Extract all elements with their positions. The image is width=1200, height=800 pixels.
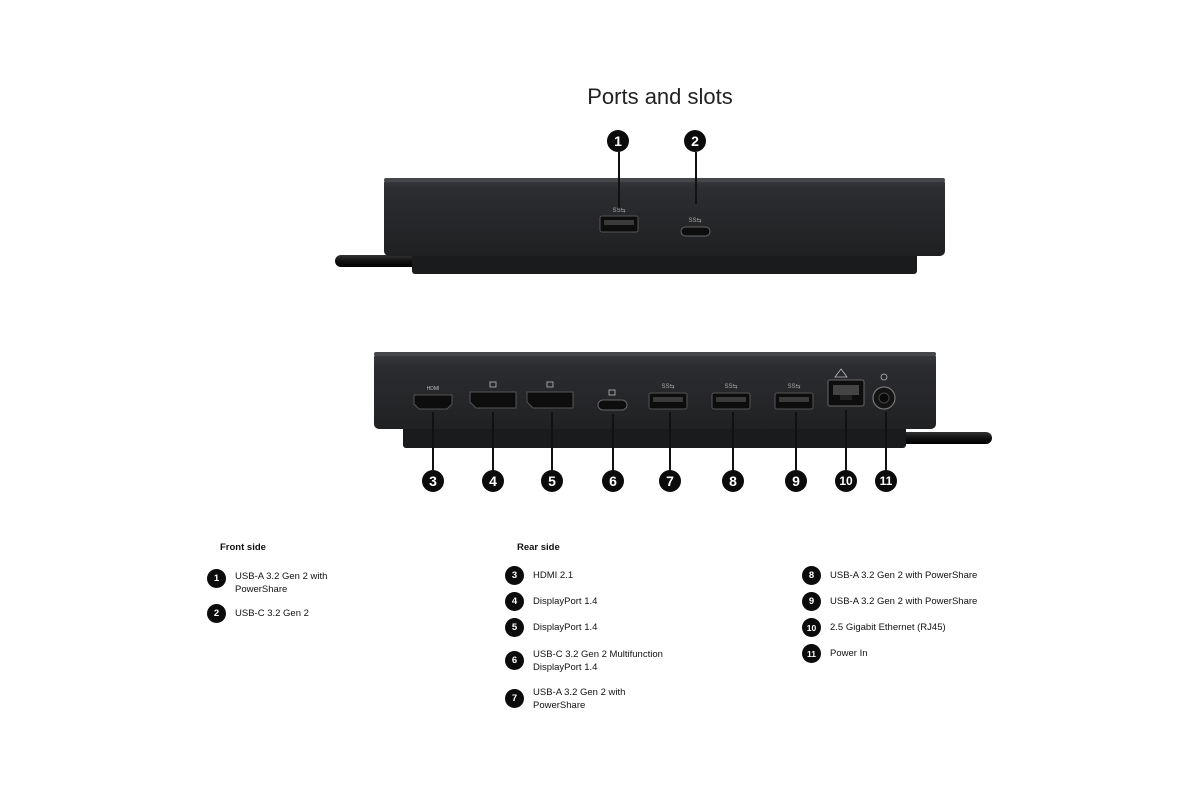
rear-cable: [880, 432, 992, 444]
legend-label: USB-C 3.2 Gen 2: [235, 608, 309, 619]
rear-side-heading: Rear side: [517, 542, 560, 553]
rear-body: [374, 352, 936, 429]
legend-item-5: 5 DisplayPort 1.4: [505, 618, 597, 637]
rear-base: [403, 426, 906, 448]
legend-badge: 8: [802, 566, 821, 585]
legend-badge: 4: [505, 592, 524, 611]
rear-displayport-2: [526, 381, 574, 409]
rear-dock: HDMI SS⇆ SS⇆ SS⇆: [374, 352, 992, 448]
legend-badge: 3: [505, 566, 524, 585]
leader-2: [695, 152, 697, 204]
rear-hdmi-port: HDMI: [413, 386, 453, 410]
rear-usb-a-port-7: SS⇆: [648, 383, 688, 410]
rear-usb-a-port-9: SS⇆: [774, 383, 814, 410]
front-cable: [335, 255, 425, 267]
front-body: [384, 178, 945, 256]
svg-text:SS⇆: SS⇆: [688, 217, 701, 224]
rear-usb-a-port-8: SS⇆: [711, 383, 751, 410]
svg-text:SS⇆: SS⇆: [661, 383, 674, 390]
svg-text:SS⇆: SS⇆: [724, 383, 737, 390]
legend-item-9: 9 USB-A 3.2 Gen 2 with PowerShare: [802, 592, 977, 611]
svg-text:SS⇆: SS⇆: [787, 383, 800, 390]
leader-10: [845, 410, 847, 470]
rear-displayport-1: [469, 381, 517, 409]
page-title: Ports and slots: [587, 84, 733, 109]
callout-badge-8: 8: [722, 470, 744, 492]
front-usb-c-port: SS⇆: [680, 217, 711, 237]
callout-badge-7: 7: [659, 470, 681, 492]
callout-badge-5: 5: [541, 470, 563, 492]
rear-ethernet-port: [827, 368, 865, 407]
leader-7: [669, 412, 671, 470]
legend-label: USB-A 3.2 Gen 2 with PowerShare: [533, 687, 626, 711]
leader-5: [551, 412, 553, 470]
leader-11: [885, 412, 887, 470]
front-dock: SS⇆ SS⇆: [335, 178, 945, 274]
callout-badge-10: 10: [835, 470, 857, 492]
legend-badge: 11: [802, 644, 821, 663]
legend-item-11: 11 Power In: [802, 644, 868, 663]
legend-label: USB-A 3.2 Gen 2 with PowerShare: [830, 570, 978, 581]
leader-1: [618, 152, 620, 208]
legend-item-4: 4 DisplayPort 1.4: [505, 592, 597, 611]
legend-label: Power In: [830, 648, 868, 659]
leader-8: [732, 412, 734, 470]
legend-item-3: 3 HDMI 2.1: [505, 566, 573, 585]
legend-label: USB-A 3.2 Gen 2 with PowerShare: [235, 571, 328, 595]
callout-badge-1: 1: [607, 130, 629, 152]
rear-usb-c-port: [597, 389, 628, 411]
callout-badge-9: 9: [785, 470, 807, 492]
legend-label: USB-A 3.2 Gen 2 with PowerShare: [830, 596, 978, 607]
callout-badge-6: 6: [602, 470, 624, 492]
legend-badge: 2: [207, 604, 226, 623]
legend-label: DisplayPort 1.4: [533, 622, 598, 633]
front-usb-a-port: SS⇆: [599, 207, 639, 233]
legend-item-8: 8 USB-A 3.2 Gen 2 with PowerShare: [802, 566, 977, 585]
dock-diagram: SS⇆ SS⇆ HDMI: [335, 178, 992, 448]
rear-power-port: [872, 373, 896, 410]
legend-item-6: 6 USB-C 3.2 Gen 2 Multifunction DisplayP…: [505, 648, 663, 674]
legend-item-10: 10 2.5 Gigabit Ethernet (RJ45): [802, 618, 946, 637]
leader-3: [432, 412, 434, 470]
callout-badge-3: 3: [422, 470, 444, 492]
legend-item-2: 2 USB-C 3.2 Gen 2: [207, 604, 309, 623]
svg-text:HDMI: HDMI: [427, 386, 440, 392]
front-base: [412, 252, 917, 274]
legend-label: 2.5 Gigabit Ethernet (RJ45): [830, 622, 946, 633]
legend-badge: 10: [802, 618, 821, 637]
callout-badge-11: 11: [875, 470, 897, 492]
callout-badge-2: 2: [684, 130, 706, 152]
leader-6: [612, 414, 614, 470]
legend-label: DisplayPort 1.4: [533, 596, 598, 607]
legend-badge: 7: [505, 689, 524, 708]
leader-9: [795, 412, 797, 470]
callout-badge-4: 4: [482, 470, 504, 492]
legend-badge: 9: [802, 592, 821, 611]
legend-item-7: 7 USB-A 3.2 Gen 2 with PowerShare: [505, 686, 625, 712]
svg-text:SS⇆: SS⇆: [612, 207, 625, 214]
leader-4: [492, 412, 494, 470]
legend-badge: 5: [505, 618, 524, 637]
legend-badge: 6: [505, 651, 524, 670]
legend-item-1: 1 USB-A 3.2 Gen 2 with PowerShare: [207, 569, 327, 596]
legend-badge: 1: [207, 569, 226, 588]
front-side-heading: Front side: [220, 542, 266, 553]
legend-label: HDMI 2.1: [533, 570, 574, 581]
legend-label: USB-C 3.2 Gen 2 Multifunction DisplayPor…: [533, 649, 663, 673]
